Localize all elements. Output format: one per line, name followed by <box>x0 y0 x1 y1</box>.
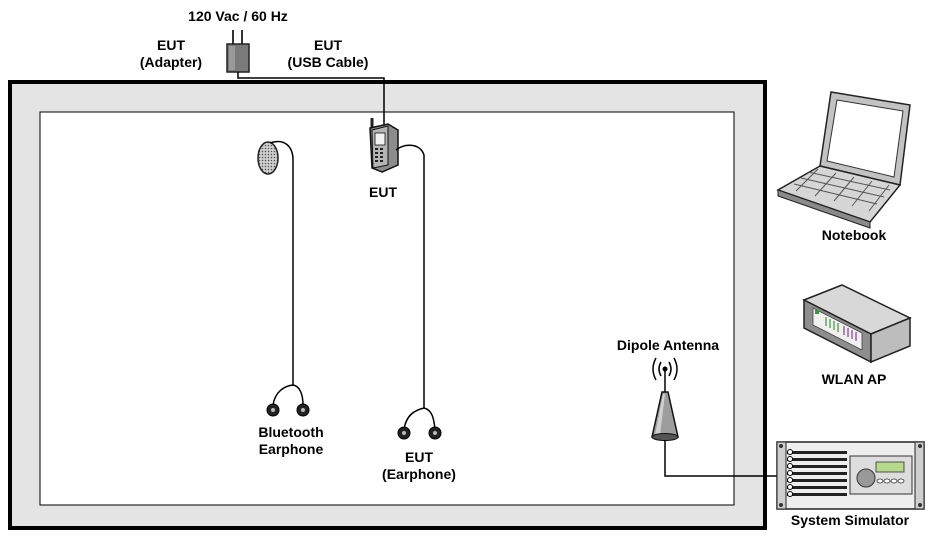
system-simulator-label: System Simulator <box>790 512 910 528</box>
bluetooth-earphone-label-line1: Bluetooth <box>258 424 324 440</box>
phone-icon <box>369 118 399 173</box>
usb-cable-label: EUT (USB Cable) <box>275 37 381 71</box>
adapter-label-line2: (Adapter) <box>139 54 203 70</box>
eut-earphone-label: EUT (Earphone) <box>369 449 469 483</box>
usb-cable-label-line1: EUT <box>314 37 342 53</box>
notebook-label: Notebook <box>821 227 887 243</box>
chamber-inner-area <box>39 111 735 506</box>
dipole-antenna-icon <box>651 357 679 441</box>
eut-earphone-label-line1: EUT <box>405 449 433 465</box>
bluetooth-earphone-label-line2: Earphone <box>258 441 324 457</box>
adapter-icon <box>226 30 250 73</box>
eut-phone-label: EUT <box>369 184 397 200</box>
bluetooth-earphone-icon <box>257 140 310 417</box>
system-simulator-icon <box>776 441 925 510</box>
adapter-label-line1: EUT <box>157 37 185 53</box>
eut-earphone-icon <box>397 407 442 440</box>
eut-earphone-cable <box>395 144 425 408</box>
usb-cable-label-line2: (USB Cable) <box>287 54 369 70</box>
power-label: 120 Vac / 60 Hz <box>188 8 288 24</box>
usb-cable-line <box>237 72 385 132</box>
eut-earphone-label-line2: (Earphone) <box>382 466 456 482</box>
notebook-icon <box>776 91 911 229</box>
antenna-cable <box>664 440 790 477</box>
wlan-ap-icon <box>802 284 912 364</box>
wlan-ap-label: WLAN AP <box>821 371 887 387</box>
dipole-antenna-label: Dipole Antenna <box>616 337 720 353</box>
adapter-label: EUT (Adapter) <box>128 37 214 71</box>
bluetooth-earphone-label: Bluetooth Earphone <box>243 424 339 458</box>
